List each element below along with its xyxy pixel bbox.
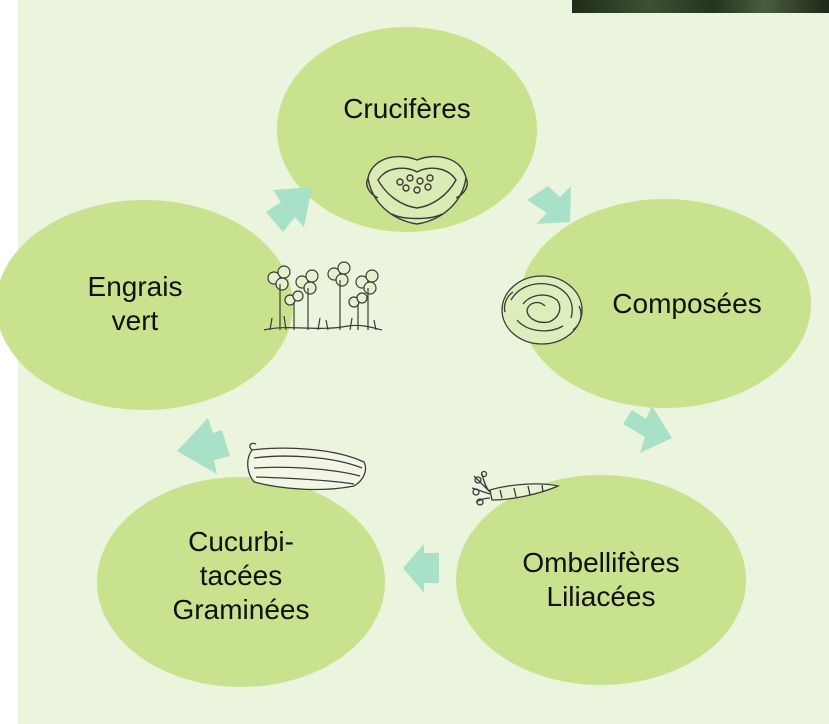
arrow-cucurbitacees-to-engrais	[177, 418, 230, 474]
cabbage-sketch-icon	[362, 148, 472, 228]
arrow-cruciferes-to-composees	[527, 186, 571, 224]
label-line: Cucurbi-	[97, 525, 385, 559]
label-line: Graminées	[97, 593, 385, 627]
label-line: Composées	[582, 287, 792, 321]
arrow-composees-to-ombelliferes	[623, 406, 672, 453]
label-line: Liliacées	[456, 580, 746, 614]
label-line: Engrais	[55, 270, 215, 304]
label-line: Crucifères	[277, 92, 537, 126]
label-cucurbitacees: Cucurbi- tacées Graminées	[97, 525, 385, 627]
squash-sketch-icon	[244, 440, 372, 496]
label-ombelliferes: Ombellifères Liliacées	[456, 546, 746, 614]
label-line: Ombellifères	[456, 546, 746, 580]
carrot-sketch-icon	[470, 470, 560, 520]
label-line: vert	[55, 304, 215, 338]
label-cruciferes: Crucifères	[277, 92, 537, 126]
label-engrais-vert: Engrais vert	[55, 270, 215, 338]
arrow-ombelliferes-to-cucurbitacees	[403, 544, 439, 593]
arrow-engrais-to-cruciferes	[266, 187, 312, 232]
clover-sketch-icon	[258, 258, 386, 334]
lettuce-sketch-icon	[497, 270, 587, 348]
label-composees: Composées	[582, 287, 792, 321]
label-line: tacées	[97, 559, 385, 593]
